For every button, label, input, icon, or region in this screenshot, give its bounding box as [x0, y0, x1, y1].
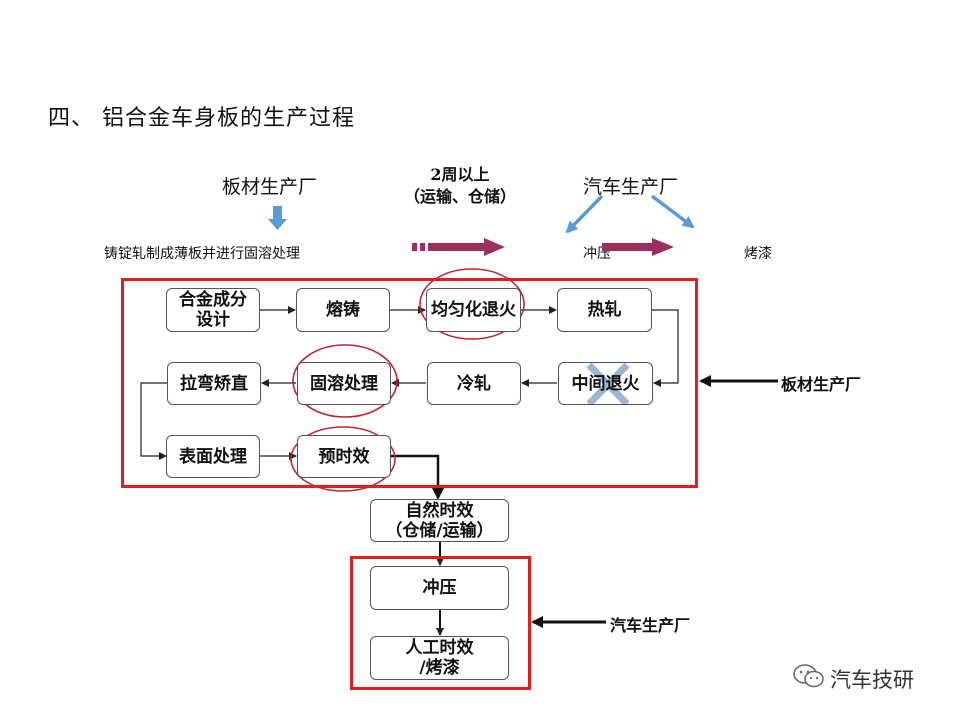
highlight-circle-solution: [292, 344, 398, 418]
stamp-to-paint-arrow-icon: [602, 238, 674, 256]
painting-text: 烤漆: [744, 246, 772, 262]
highlight-circle-homogenize: [419, 268, 525, 340]
step-solution: 固溶处理: [297, 362, 391, 405]
page-title: 四、 铝合金车身板的生产过程: [48, 106, 355, 131]
step-artificial-aging: 人工时效 /烤漆: [370, 636, 509, 680]
step-alloy-design: 合金成分设计: [166, 288, 260, 332]
step-cold-roll: 冷轧: [427, 362, 521, 405]
step-hot-roll: 热轧: [557, 288, 652, 332]
step-surface: 表面处理: [166, 435, 260, 478]
step-stamping: 冲压: [370, 566, 509, 610]
step-natural-aging-line1: 自然时效: [405, 500, 474, 521]
step-casting: 熔铸: [296, 288, 390, 332]
transit-note: 2周以上 （运输、仓储）: [380, 164, 540, 208]
flow-arrow: [140, 382, 167, 460]
crossed-out-icon: [586, 363, 630, 404]
flow-arrow: [391, 454, 444, 500]
step-intermediate-anneal: 中间退火: [558, 362, 653, 405]
step-artificial-aging-line2: /烤漆: [419, 658, 460, 678]
step-straighten: 拉弯矫直: [167, 362, 261, 405]
step-natural-aging: 自然时效 （仓储/运输）: [370, 499, 509, 542]
step-homogenize: 均匀化退火: [426, 288, 521, 332]
auto-plant-label: 汽车生产厂: [583, 176, 679, 198]
step-artificial-aging-line1: 人工时效: [405, 638, 474, 658]
highlight-circle-preaging: [290, 426, 396, 492]
auto-plant-frame: [350, 556, 531, 690]
transit-arrow-icon: [412, 238, 505, 256]
wechat-icon: [792, 663, 826, 689]
side-label-auto-plant: 汽车生产厂: [610, 616, 691, 635]
plate-plant-frame: [121, 278, 698, 488]
plate-process-text: 铸锭轧制成薄板并进行固溶处理: [104, 246, 300, 262]
flow-arrow: [652, 309, 679, 387]
step-pre-aging: 预时效: [297, 435, 391, 478]
down-arrow-icon: [268, 206, 287, 230]
side-label-plate-plant: 板材生产厂: [781, 375, 862, 394]
step-intermediate-anneal-label: 中间退火: [571, 373, 640, 394]
brand-name: 汽车技研: [830, 668, 914, 692]
branch-left-arrow-icon: [565, 194, 604, 234]
plate-plant-label: 板材生产厂: [222, 176, 318, 198]
step-natural-aging-line2: （仓储/运输）: [385, 520, 494, 541]
branch-right-arrow-icon: [650, 194, 695, 229]
transit-reason: （运输、仓储）: [403, 187, 516, 206]
transit-duration: 2周以上: [430, 165, 490, 184]
